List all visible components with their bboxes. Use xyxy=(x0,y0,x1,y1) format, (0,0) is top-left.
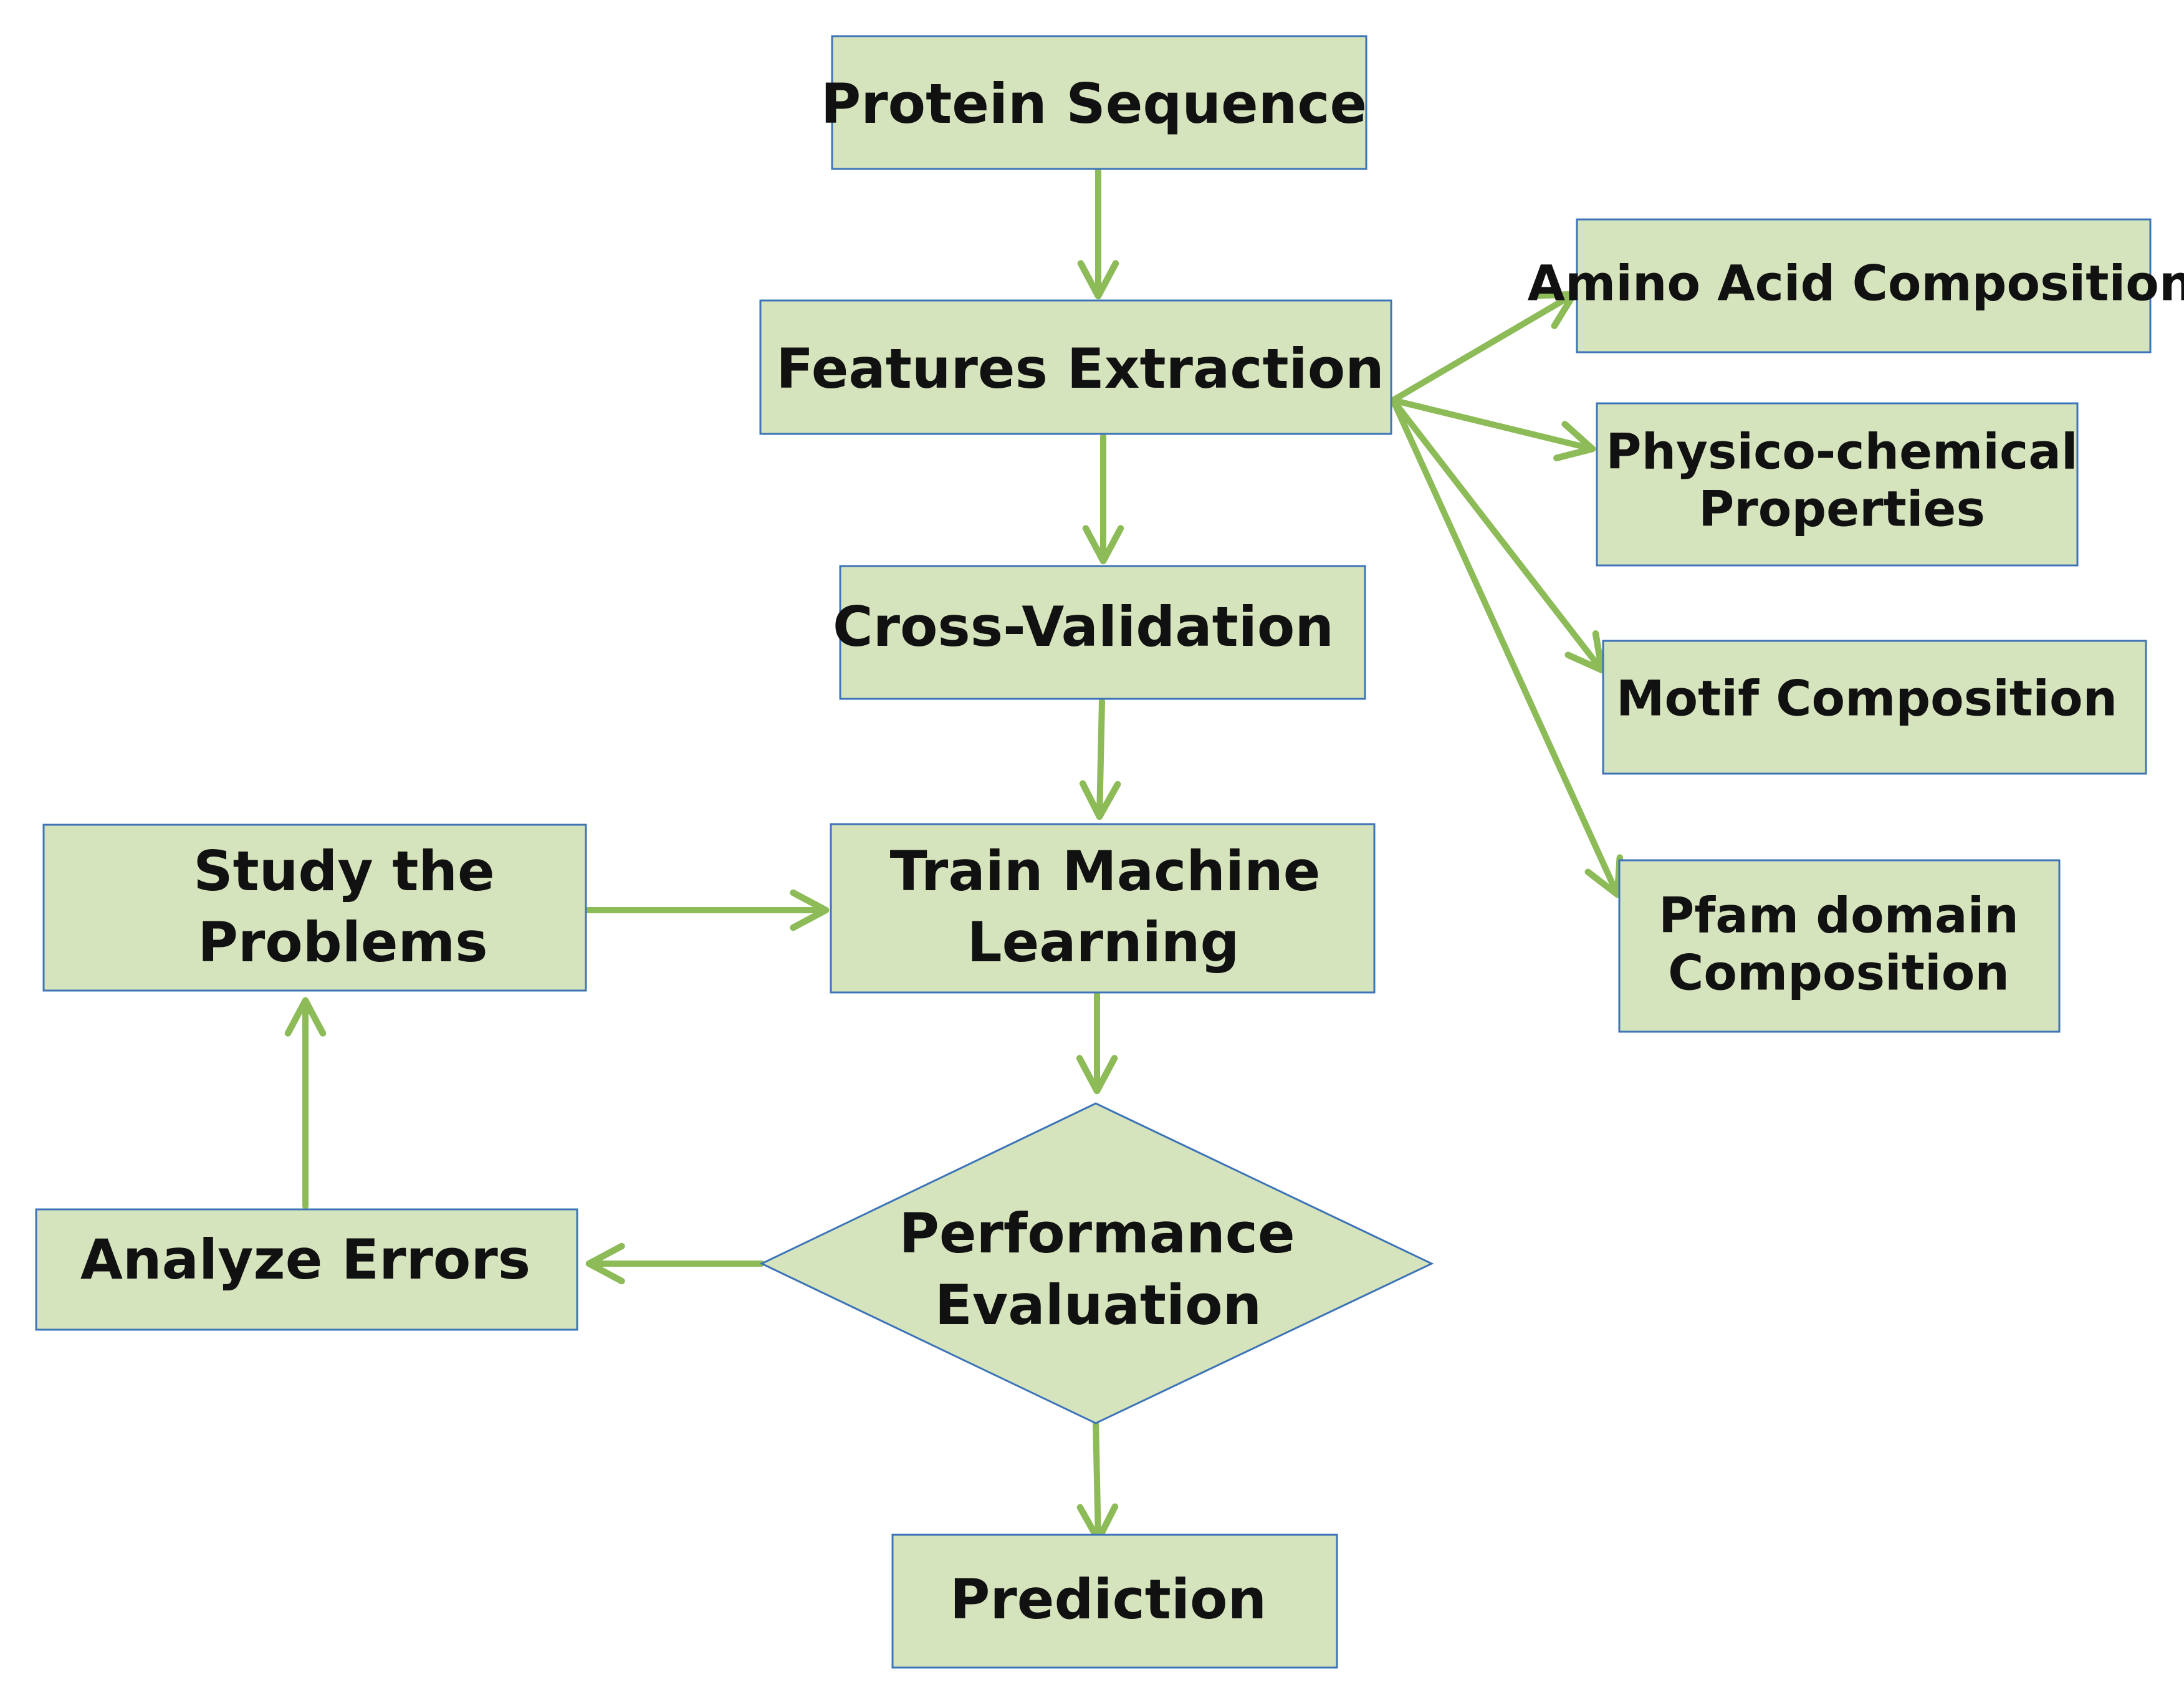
node-train-machine-learning: Train Machine Learning xyxy=(830,823,1376,994)
arrow-features-to-pfam xyxy=(1390,397,1624,898)
node-label-line-1: Study the xyxy=(193,839,494,903)
node-label: Motif Composition xyxy=(1616,671,2117,727)
node-label-line-2: Learning xyxy=(967,910,1240,974)
node-label-line-2: Properties xyxy=(1698,481,1985,537)
node-label-line-1: Train Machine xyxy=(890,839,1321,903)
node-label: Features Extraction xyxy=(776,337,1384,401)
node-label-line-1: Performance xyxy=(899,1201,1295,1265)
node-study-the-problems: Study the Problems xyxy=(42,823,587,992)
node-label: Analyze Errors xyxy=(80,1227,530,1292)
arrow-evaluation-to-prediction xyxy=(1076,1418,1119,1544)
node-label-line-2: Problems xyxy=(198,910,487,974)
node-pfam-domain-composition: Pfam domain Composition xyxy=(1618,859,2061,1033)
arrow-features-to-motif xyxy=(1390,397,1606,674)
node-label-line-2: Composition xyxy=(1668,945,2009,1001)
arrow-features-to-physico xyxy=(1390,397,1596,462)
node-amino-acid-composition: Amino Acid Composition xyxy=(1528,218,2184,353)
node-label: Amino Acid Composition xyxy=(1528,256,2184,312)
arrow-crossval-to-train xyxy=(1079,698,1121,820)
node-label-line-1: Physico-chemical xyxy=(1606,424,2077,480)
node-label: Prediction xyxy=(950,1567,1267,1631)
node-analyze-errors: Analyze Errors xyxy=(35,1208,578,1331)
node-physico-chemical-properties: Physico-chemical Properties xyxy=(1596,402,2079,567)
node-protein-sequence: Protein Sequence xyxy=(821,35,1367,170)
node-cross-validation: Cross-Validation xyxy=(833,565,1366,700)
edges xyxy=(284,166,1624,1544)
node-label: Protein Sequence xyxy=(821,72,1367,136)
node-performance-evaluation: Performance Evaluation xyxy=(759,1102,1434,1424)
arrow-features-to-amino xyxy=(1390,291,1578,403)
node-features-extraction: Features Extraction xyxy=(759,299,1392,435)
node-label-line-1: Pfam domain xyxy=(1659,888,2019,944)
node-prediction: Prediction xyxy=(891,1534,1338,1669)
node-motif-composition: Motif Composition xyxy=(1602,640,2147,775)
node-label: Cross-Validation xyxy=(833,595,1334,659)
node-label-line-2: Evaluation xyxy=(935,1273,1262,1337)
